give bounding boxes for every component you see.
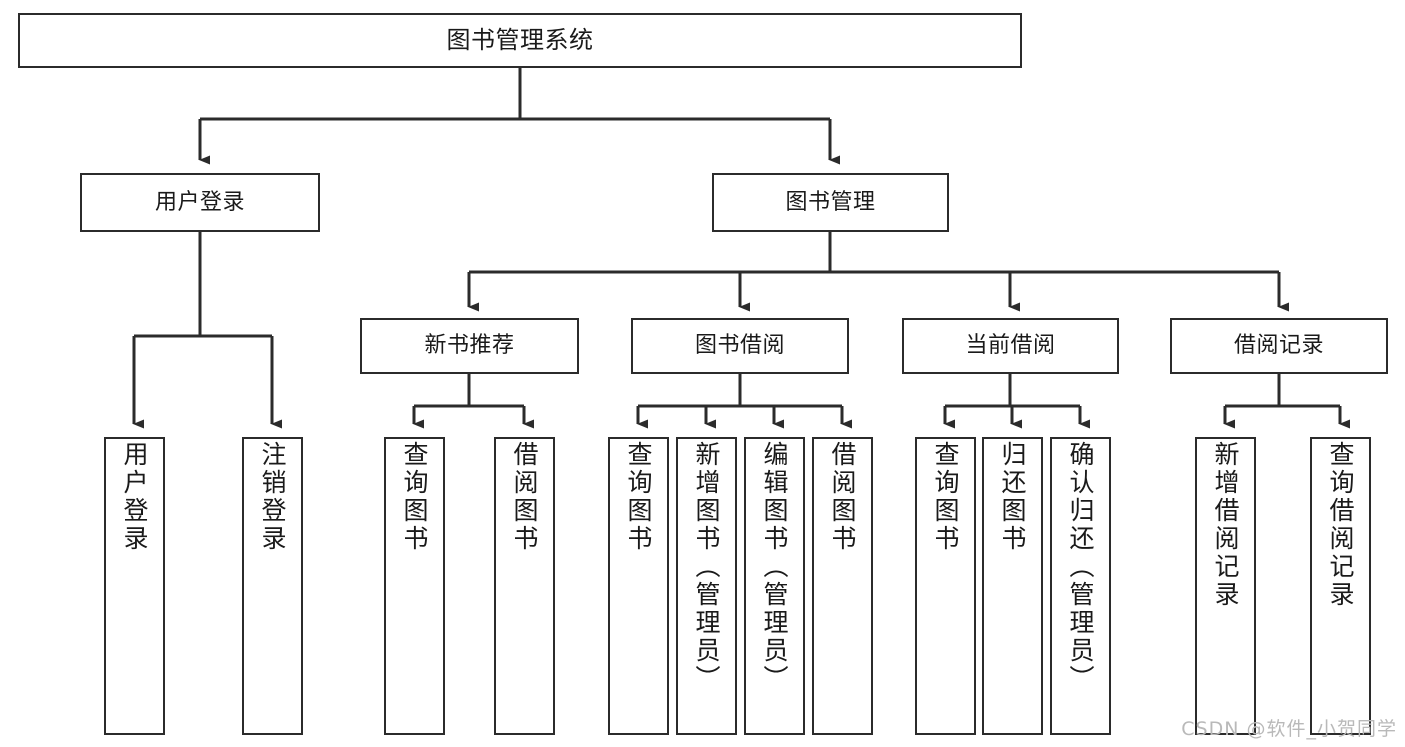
node-root-system[interactable]: 图书管理系统 (18, 13, 1022, 68)
leaf-query-borrow-record[interactable]: 查询借阅记录 (1310, 437, 1371, 735)
leaf-add-borrow-record[interactable]: 新增借阅记录 (1195, 437, 1256, 735)
node-label: 图书借阅 (694, 333, 785, 359)
node-label: 当前借阅 (965, 333, 1056, 359)
node-book-management[interactable]: 图书管理 (712, 173, 949, 232)
node-label: 查询借阅记录 (1326, 441, 1355, 609)
leaf-query-book-borrow[interactable]: 查询图书 (608, 437, 669, 735)
node-label: 新书推荐 (424, 333, 515, 359)
leaf-query-book-current[interactable]: 查询图书 (915, 437, 976, 735)
node-label: 编辑图书（管理员） (760, 441, 789, 693)
node-book-borrow[interactable]: 图书借阅 (631, 318, 849, 374)
node-borrow-record[interactable]: 借阅记录 (1170, 318, 1388, 374)
watermark: CSDN @软件_小贺同学 (1181, 718, 1397, 740)
leaf-borrow-book-rec[interactable]: 借阅图书 (494, 437, 555, 735)
leaf-return-book[interactable]: 归还图书 (982, 437, 1043, 735)
leaf-edit-book-admin[interactable]: 编辑图书（管理员） (744, 437, 805, 735)
leaf-add-book-admin[interactable]: 新增图书（管理员） (676, 437, 737, 735)
node-label: 用户登录 (154, 189, 245, 215)
leaf-borrow-book[interactable]: 借阅图书 (812, 437, 873, 735)
node-label: 借阅图书 (510, 441, 539, 553)
node-label: 查询图书 (931, 441, 960, 553)
node-current-borrow[interactable]: 当前借阅 (902, 318, 1119, 374)
node-label: 查询图书 (400, 441, 429, 553)
node-label: 新增借阅记录 (1211, 441, 1240, 609)
node-label: 借阅记录 (1233, 333, 1324, 359)
node-label: 借阅图书 (828, 441, 857, 553)
node-label: 图书管理 (785, 189, 876, 215)
node-label: 图书管理系统 (446, 26, 594, 55)
leaf-user-login[interactable]: 用户登录 (104, 437, 165, 735)
node-user-login[interactable]: 用户登录 (80, 173, 320, 232)
leaf-confirm-return-admin[interactable]: 确认归还（管理员） (1050, 437, 1111, 735)
node-label: 注销登录 (258, 441, 287, 553)
node-label: 确认归还（管理员） (1066, 441, 1095, 693)
node-label: 新增图书（管理员） (692, 441, 721, 693)
node-new-book-recommend[interactable]: 新书推荐 (360, 318, 579, 374)
leaf-logout[interactable]: 注销登录 (242, 437, 303, 735)
node-label: 归还图书 (998, 441, 1027, 553)
node-label: 查询图书 (624, 441, 653, 553)
leaf-query-book-rec[interactable]: 查询图书 (384, 437, 445, 735)
node-label: 用户登录 (120, 441, 149, 553)
